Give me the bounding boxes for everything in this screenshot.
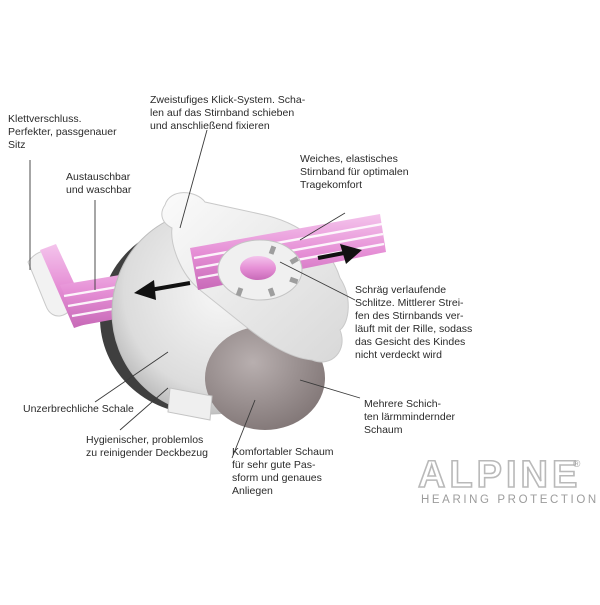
band-arrow-right-icon bbox=[317, 244, 362, 264]
label-washable: Austauschbar und waschbar bbox=[66, 171, 132, 196]
cover-tab bbox=[167, 387, 213, 421]
label-cover: Hygienischer, problemlos zu reinigender … bbox=[86, 434, 208, 459]
slit-disc bbox=[217, 239, 303, 301]
label-shell: Unzerbrechliche Schale bbox=[23, 403, 134, 415]
label-headband: Weiches, elastisches Stirnband für optim… bbox=[300, 153, 409, 191]
alpine-logo: ALPINE bbox=[417, 454, 582, 496]
label-velcro: Klettverschluss. Perfekter, passgenauer … bbox=[8, 113, 117, 151]
logo-subtitle: HEARING PROTECTION bbox=[421, 494, 599, 506]
label-slits: Schräg verlaufende Schlitze. Mittlerer S… bbox=[355, 284, 473, 361]
label-click-system: Zweistufiges Klick-System. Scha- len auf… bbox=[150, 94, 306, 132]
registered-mark: ® bbox=[573, 459, 581, 470]
label-foam-comfort: Komfortabler Schaum für sehr gute Pas- s… bbox=[232, 446, 334, 497]
band-arrow-left-icon bbox=[134, 280, 191, 300]
leader-lines bbox=[29, 129, 361, 459]
label-foam-layers: Mehrere Schich- ten lärmmindernder Schau… bbox=[364, 398, 456, 436]
